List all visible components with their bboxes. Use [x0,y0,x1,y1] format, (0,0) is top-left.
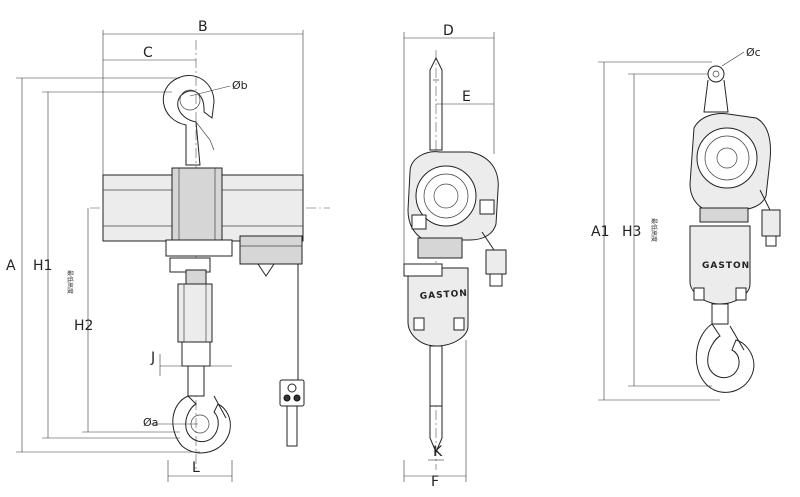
dim-label-j: J [150,350,155,366]
dim-label-h3: H3 [622,224,641,240]
dim-label-phi-a: Øa [143,416,158,429]
dim-label-phi-b: Øb [232,79,248,92]
dim-label-e: E [462,89,471,105]
brand-label-rear: GASTON [702,261,750,271]
note-min-height-rear: 最低高度 [650,218,658,242]
dim-label-k: K [433,444,443,460]
dim-label-l: L [192,460,200,476]
dim-label-c: C [143,45,153,61]
dim-label-a: A [6,258,16,274]
dim-label-phi-c: Øc [746,46,761,59]
dim-label-d: D [443,23,454,39]
dim-label-h2: H2 [74,318,93,334]
note-min-height-front: 最低高度 [66,270,74,294]
brand-label-side: GASTON [420,289,469,302]
front-view [16,30,330,482]
dim-label-h1: H1 [33,258,52,274]
side-view [403,32,507,482]
dim-label-a1: A1 [591,224,609,240]
dim-label-b: B [198,19,208,35]
rear-view [598,51,781,401]
dim-label-f: F [431,474,439,490]
